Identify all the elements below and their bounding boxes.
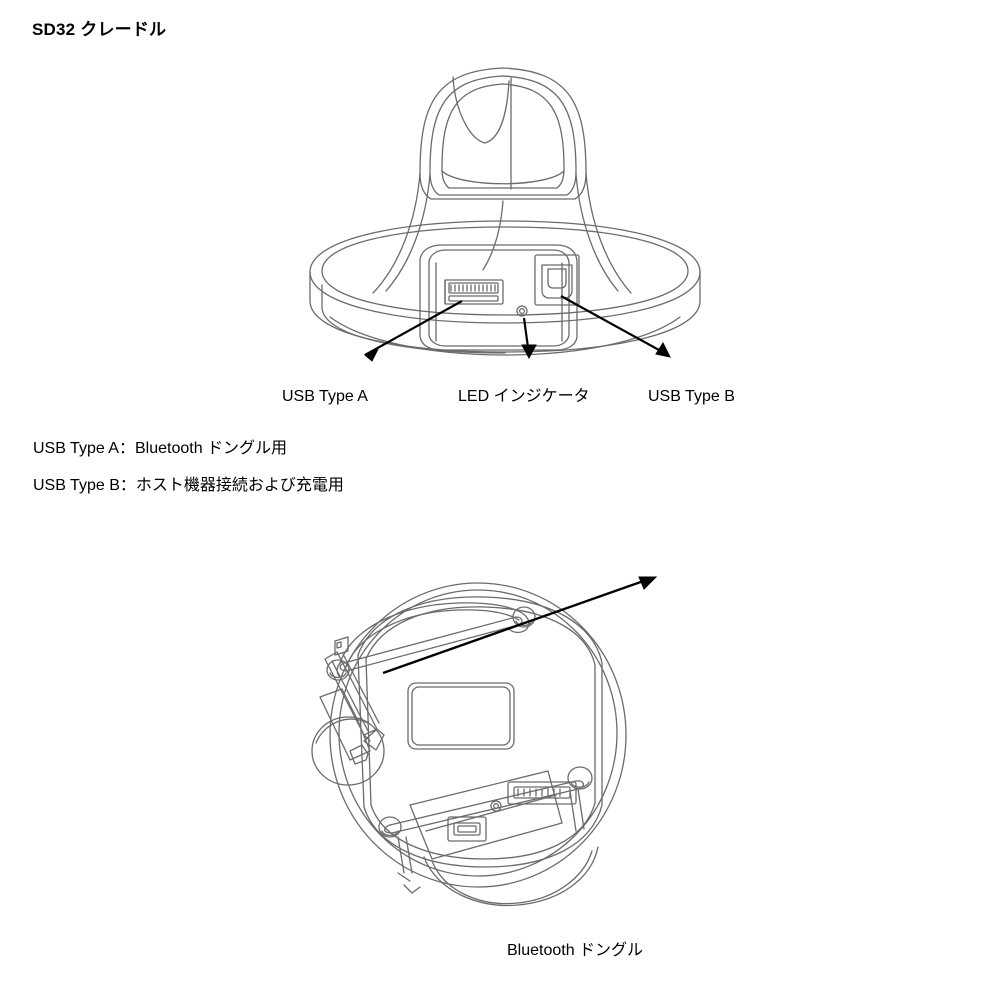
cradle-neck-left	[372, 172, 421, 294]
body-text-usb-a-description: USB Type A：Bluetooth ドングル用	[33, 440, 288, 457]
cradle-cup-inner-shell	[429, 75, 577, 196]
cradle-neck-front-shadow	[482, 200, 504, 271]
page-title-text: クレードル	[75, 20, 167, 39]
screw-boss-top-right	[512, 606, 536, 628]
screw-boss-left	[326, 659, 350, 681]
cradle-base-wall-inner	[321, 284, 506, 354]
callout-arrow-led	[521, 317, 537, 360]
cradle-base-wall-right	[504, 271, 701, 353]
cradle-base-top-rim	[309, 220, 701, 324]
cradle-neck-right	[585, 172, 632, 294]
port-panel-inner	[428, 249, 570, 347]
cradle-base-foot-curve	[329, 316, 681, 356]
cradle-cup-lip	[441, 170, 565, 185]
page-title-code: SD32	[32, 20, 76, 39]
cradle-cup-cavity	[441, 83, 565, 189]
callout-arrow-bluetooth-dongle	[382, 576, 658, 675]
callout-label-usb-type-a: USB Type A	[282, 388, 368, 405]
base-disc-rim	[338, 589, 618, 877]
cradle-neck-stem	[397, 788, 599, 907]
callout-label-usb-type-b: USB Type B	[648, 388, 735, 405]
figure-cradle-front-view	[270, 55, 740, 385]
cradle-neck-right-inner	[575, 173, 619, 292]
led-indicator	[516, 305, 528, 317]
body-text-usb-b-description: USB Type B：ホスト機器接続および充電用	[33, 477, 344, 494]
callout-label-row: USB Type A LED インジケータ USB Type B	[0, 386, 1000, 410]
port-panel-outer	[419, 244, 578, 351]
usb-type-a-port-bottom	[507, 781, 577, 805]
bluetooth-dongle	[324, 636, 385, 765]
cradle-cup-notch	[452, 76, 510, 144]
callout-arrow-usb-a	[364, 300, 463, 362]
screw-boss-bottom-left	[378, 816, 402, 838]
label-plate	[407, 682, 515, 750]
figure-cradle-bottom-view	[280, 555, 700, 945]
callout-label-led-indicator: LED インジケータ	[458, 388, 590, 405]
cradle-base-top-rim-inner	[321, 226, 689, 316]
led-indicator-bottom	[490, 800, 502, 812]
usb-type-b-port	[534, 254, 580, 306]
callout-arrow-usb-b	[560, 295, 671, 358]
rubber-foot-upper-bar	[339, 616, 523, 672]
cradle-neck-left-inner	[385, 173, 431, 292]
cradle-base-wall-left	[309, 271, 506, 353]
base-disc-outer	[329, 582, 627, 888]
usb-type-a-port	[444, 279, 504, 305]
cradle-cup-outer	[419, 67, 587, 200]
screw-boss-right	[567, 766, 593, 790]
dongle-cavity	[311, 688, 385, 786]
callout-arrows	[364, 295, 671, 362]
usb-type-b-port-bottom	[447, 816, 487, 842]
figure-bottom-caption: Bluetooth ドングル	[507, 942, 644, 959]
base-bottom-plate-inner	[365, 606, 596, 860]
page-title: SD32 クレードル	[32, 15, 166, 40]
